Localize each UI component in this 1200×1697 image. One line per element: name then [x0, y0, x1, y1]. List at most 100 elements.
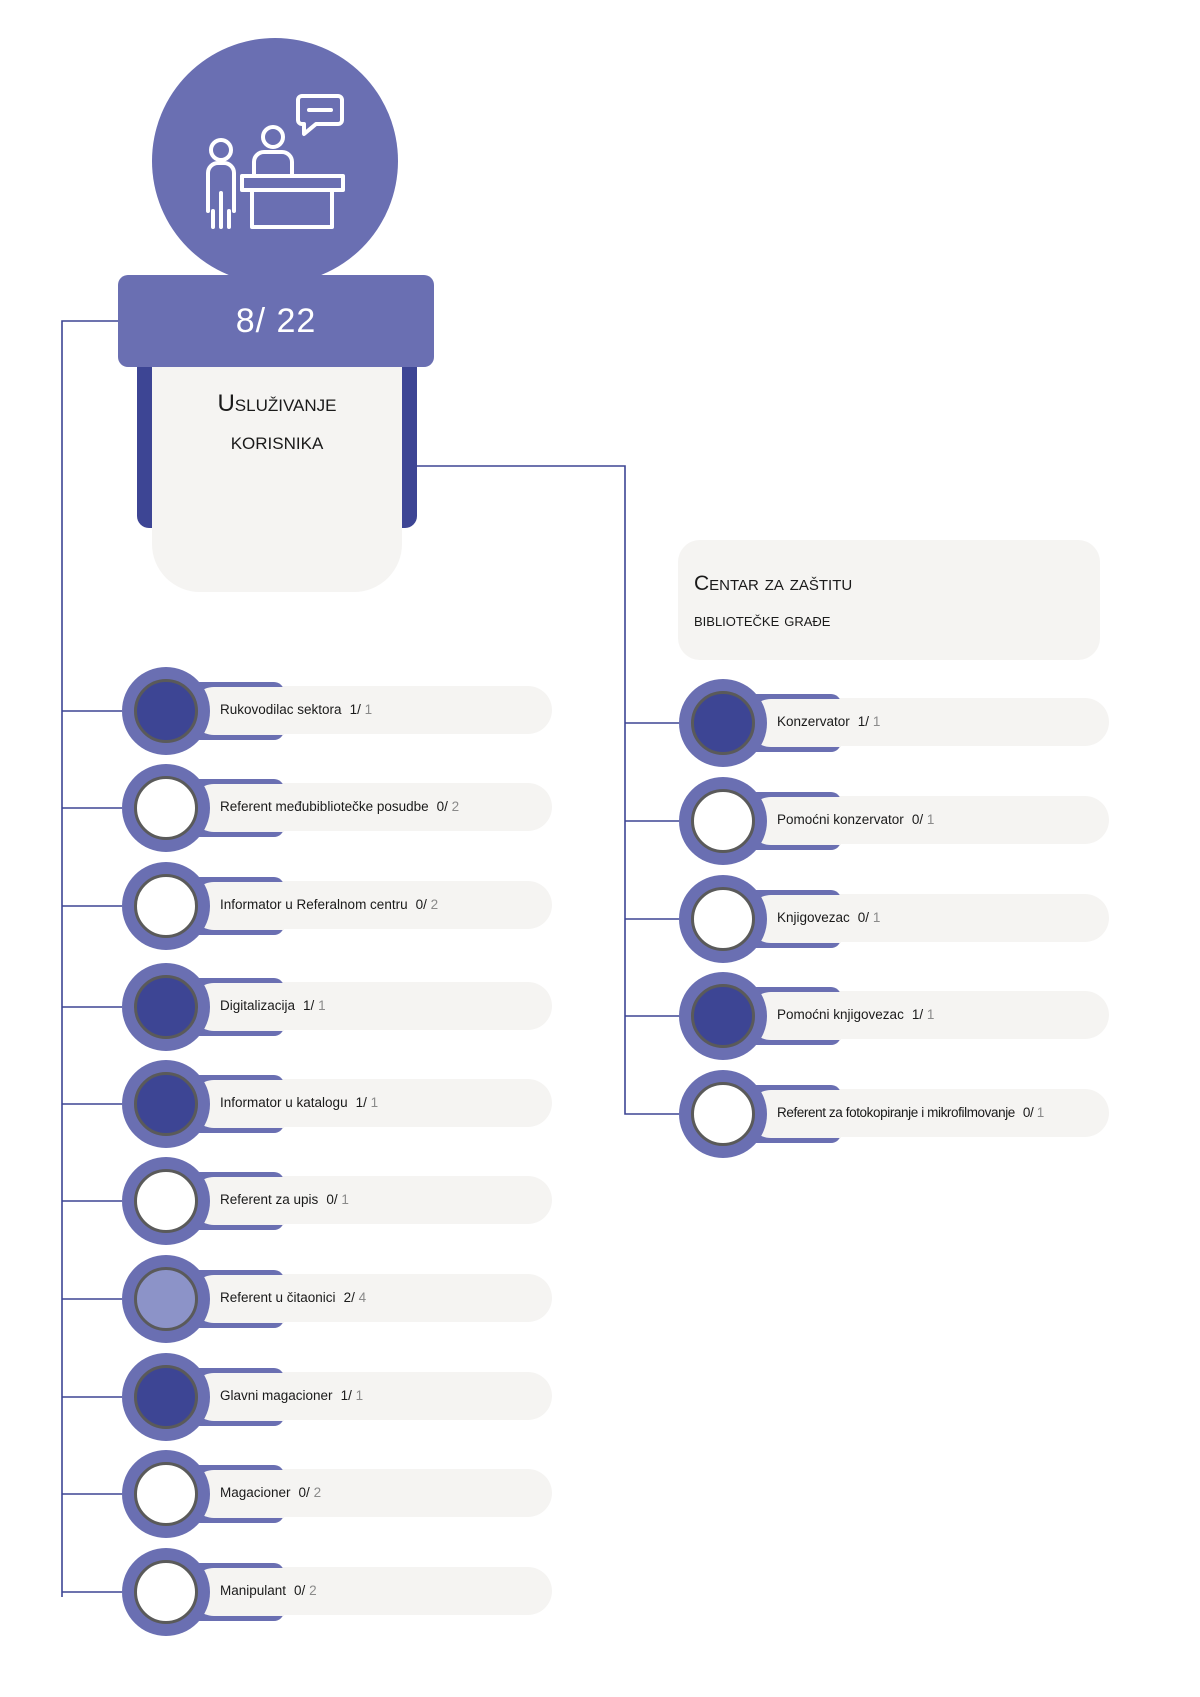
status-dot [134, 1072, 198, 1136]
total-count: 1 [872, 714, 881, 729]
position-name: Digitalizacija [220, 998, 296, 1013]
total-count: 2 [309, 1583, 317, 1598]
status-ring [679, 972, 767, 1060]
position-name: Manipulant [220, 1583, 287, 1598]
row-label: Knjigovezac 0/ 1 [777, 901, 880, 935]
position-row-glavni-magacioner: Glavni magacioner 1/ 1 [122, 1353, 552, 1441]
position-row-konzervator: Konzervator 1/ 1 [679, 679, 1109, 767]
position-name: Informator u katalogu [220, 1095, 348, 1110]
position-row-referent-za-upis: Referent za upis 0/ 1 [122, 1157, 552, 1245]
status-ring [679, 1070, 767, 1158]
status-ring [122, 667, 210, 755]
position-name: Referent za upis [220, 1192, 319, 1207]
status-dot [134, 1560, 198, 1624]
filled-count: 0/ [294, 1583, 306, 1598]
status-ring [122, 764, 210, 852]
row-label: Digitalizacija 1/ 1 [220, 989, 326, 1023]
total-count: 2 [451, 799, 460, 814]
row-label: Referent za upis 0/ 1 [220, 1183, 349, 1217]
filled-count: 1/ [349, 702, 361, 717]
unit-title-line1: Usluživanje [217, 390, 337, 417]
total-count: 2 [313, 1485, 322, 1500]
total-count: 1 [872, 910, 881, 925]
total-count: 1 [926, 1007, 935, 1022]
status-ring [122, 1548, 210, 1636]
total-count: 1 [1036, 1105, 1045, 1120]
unit-title-line2: korisnika [230, 428, 324, 455]
filled-count: 1/ [303, 998, 315, 1013]
reception-desk-icon [206, 94, 345, 229]
status-dot [134, 776, 198, 840]
total-count: 2 [430, 897, 439, 912]
row-label: Konzervator 1/ 1 [777, 705, 880, 739]
filled-count: 1/ [911, 1007, 924, 1022]
filled-count: 0/ [1022, 1105, 1034, 1120]
position-name: Konzervator [777, 714, 850, 729]
section-title-line1: Centar za zaštitu [694, 572, 853, 595]
position-name: Rukovodilac sektora [220, 702, 342, 717]
position-row-pomocni-konzervator: Pomoćni konzervator 0/ 1 [679, 777, 1109, 865]
status-ring [122, 1353, 210, 1441]
position-name: Pomoćni konzervator [777, 812, 904, 827]
filled-count: 1/ [857, 714, 870, 729]
total-count: 4 [358, 1290, 367, 1305]
row-label: Informator u Referalnom centru 0/ 2 [220, 888, 438, 922]
status-dot [134, 1267, 198, 1331]
row-label: Referent u čitaonici 2/ 4 [220, 1281, 366, 1315]
status-ring [679, 679, 767, 767]
filled-count: 1/ [340, 1388, 352, 1403]
filled-count: 0/ [415, 897, 427, 912]
filled-count: 1/ [355, 1095, 367, 1110]
status-ring [122, 1255, 210, 1343]
unit-count-badge: 8/ 22 [118, 275, 434, 367]
status-ring [122, 1450, 210, 1538]
status-ring [122, 1060, 210, 1148]
status-dot [691, 887, 755, 951]
filled-count: 2/ [343, 1290, 355, 1305]
row-label: Glavni magacioner 1/ 1 [220, 1379, 363, 1413]
position-row-referent-za-fotokopiranje: Referent za fotokopiranje i mikrofilmova… [679, 1070, 1109, 1158]
position-row-manipulant: Manipulant 0/ 2 [122, 1548, 552, 1636]
total-count: 1 [318, 998, 326, 1013]
filled-count: 0/ [436, 799, 448, 814]
position-name: Informator u Referalnom centru [220, 897, 408, 912]
status-ring [122, 963, 210, 1051]
status-dot [134, 1169, 198, 1233]
status-dot [691, 789, 755, 853]
total-count: 1 [355, 1388, 364, 1403]
position-row-rukovodilac-sektora: Rukovodilac sektora 1/ 1 [122, 667, 552, 755]
header-icon-circle [152, 38, 398, 284]
filled-count: 0/ [911, 812, 924, 827]
filled-count: 0/ [857, 910, 870, 925]
filled-count: 0/ [326, 1192, 338, 1207]
row-label: Pomoćni konzervator 0/ 1 [777, 803, 934, 837]
total-count: 1 [341, 1192, 349, 1207]
position-row-digitalizacija: Digitalizacija 1/ 1 [122, 963, 552, 1051]
position-name: Magacioner [220, 1485, 291, 1500]
total-count: 1 [370, 1095, 379, 1110]
row-label: Rukovodilac sektora 1/ 1 [220, 693, 372, 727]
position-name: Referent za fotokopiranje i mikrofilmova… [777, 1105, 1015, 1120]
position-name: Referent u čitaonici [220, 1290, 336, 1305]
row-label: Manipulant 0/ 2 [220, 1574, 317, 1608]
status-dot [691, 984, 755, 1048]
row-label: Informator u katalogu 1/ 1 [220, 1086, 378, 1120]
row-label: Referent za fotokopiranje i mikrofilmova… [777, 1096, 1044, 1130]
unit-title-card: Usluživanje korisnika [152, 330, 402, 592]
position-name: Knjigovezac [777, 910, 850, 925]
section-title-line2: bibliotečke građe [694, 610, 831, 630]
position-name: Glavni magacioner [220, 1388, 333, 1403]
total-count: 1 [926, 812, 935, 827]
status-ring [122, 1157, 210, 1245]
total-count: 1 [364, 702, 373, 717]
status-ring [122, 862, 210, 950]
position-row-knjigovezac: Knjigovezac 0/ 1 [679, 875, 1109, 963]
position-row-informator-u-katalogu: Informator u katalogu 1/ 1 [122, 1060, 552, 1148]
status-ring [679, 875, 767, 963]
section-title: Centar za zaštitu bibliotečke građe [694, 566, 852, 638]
status-dot [134, 679, 198, 743]
status-dot [134, 1462, 198, 1526]
